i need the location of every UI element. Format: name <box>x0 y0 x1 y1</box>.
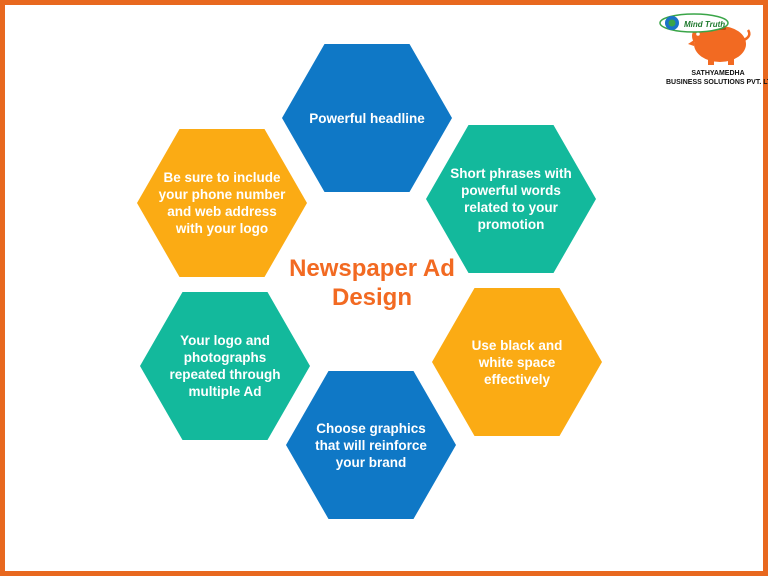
hexagon-choose-graphics: Choose graphics that will reinforce your… <box>286 371 456 519</box>
company-logo: Mind Truth SATHYAMEDHA BUSINESS SOLUTION… <box>658 10 768 86</box>
logo-company-name: SATHYAMEDHA <box>691 70 745 77</box>
hexagon-powerful-headline: Powerful headline <box>282 44 452 192</box>
diagram-title: Newspaper Ad Design <box>289 255 455 311</box>
piggy-bank-icon <box>659 13 751 65</box>
hexagon-text: Be sure to include your phone number and… <box>158 170 286 236</box>
hexagon-text: Your logo and photographs repeated throu… <box>169 333 281 399</box>
hexagon-text: Powerful headline <box>309 110 425 126</box>
hexagon-text: Use black and white space effectively <box>471 337 563 387</box>
logo-brand-text: Mind Truth <box>684 20 726 29</box>
hexagon-text: Choose graphics that will reinforce your… <box>315 420 427 470</box>
logo-company-type: BUSINESS SOLUTIONS PVT. LTD. <box>666 79 768 86</box>
hexagon-text: Short phrases with powerful words relate… <box>450 166 572 232</box>
